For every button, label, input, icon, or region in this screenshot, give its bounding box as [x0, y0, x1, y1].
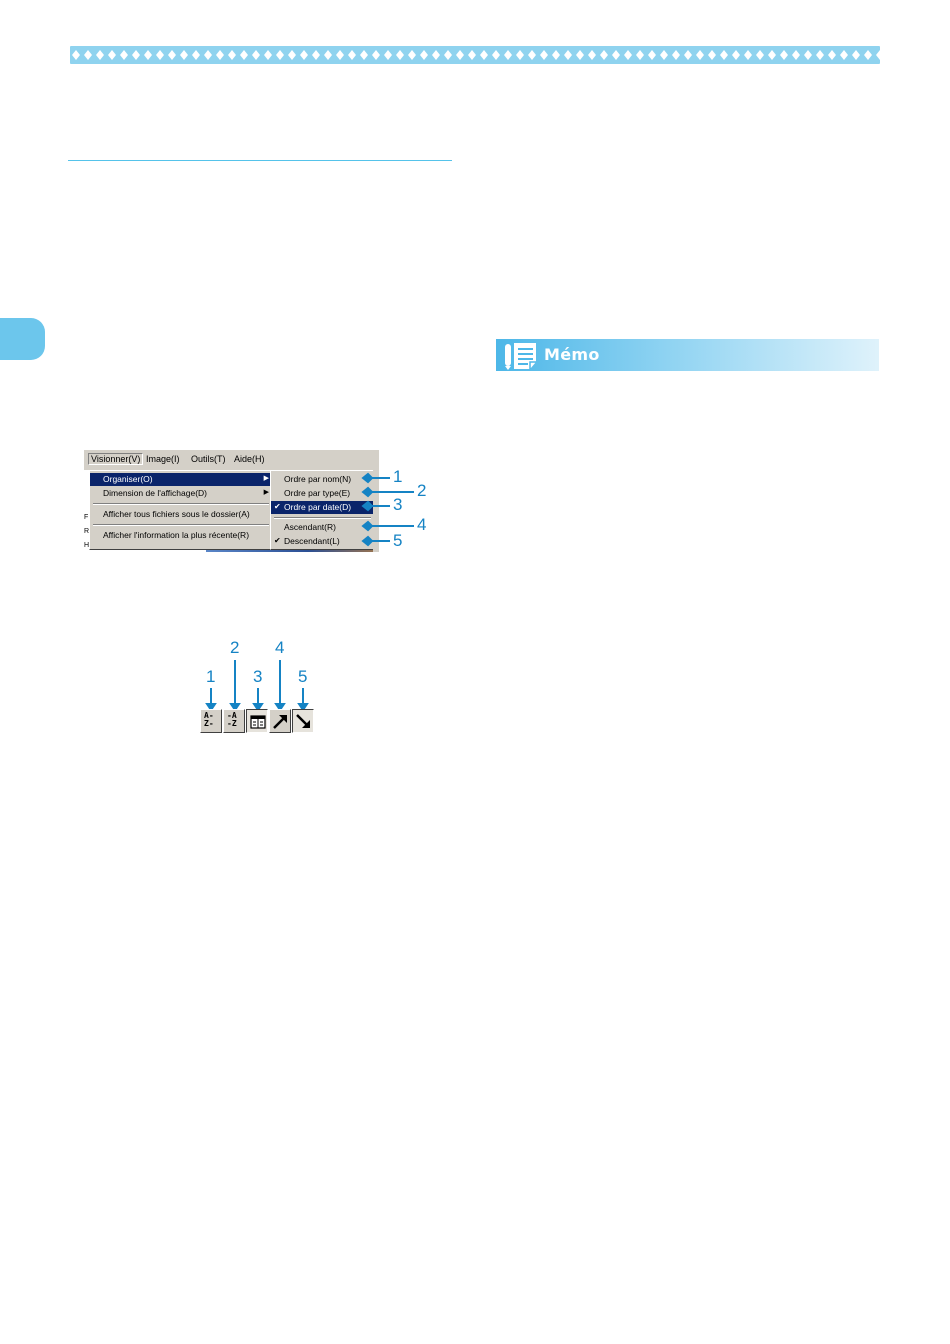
scrollbar[interactable]	[373, 470, 379, 552]
visionner-dropdown: Organiser(O) ▶ Dimension de l'affichage(…	[89, 470, 274, 550]
arrow-up-right-icon	[273, 715, 287, 729]
callout-diamond-icon	[361, 520, 374, 532]
callout-number: 5	[298, 667, 308, 686]
callout-number: 2	[230, 638, 240, 657]
menu-item-organiser[interactable]: Organiser(O) ▶	[90, 473, 273, 486]
callout-number: 3	[253, 667, 263, 686]
menu-item-afficher-info[interactable]: Afficher l'information la plus récente(R…	[103, 530, 250, 540]
menu-item-dimension[interactable]: Dimension de l'affichage(D) ▶	[103, 488, 269, 498]
callout-number: 2	[417, 481, 427, 500]
memo-header: Mémo	[496, 339, 879, 371]
callout-number: 3	[393, 495, 403, 514]
chapter-tab	[0, 318, 45, 360]
diamond-pattern	[70, 46, 880, 64]
arrow-down-right-icon	[296, 714, 310, 728]
callout-diamond-icon	[361, 486, 374, 498]
menu-item-afficher-tous[interactable]: Afficher tous fichiers sous le dossier(A…	[103, 509, 250, 519]
callout-number: 1	[206, 667, 216, 686]
organiser-submenu: Ordre par nom(N) Ordre par type(E) ✔ Ord…	[270, 470, 375, 550]
submenu-arrow-icon: ▶	[263, 475, 269, 482]
callout-number: 4	[417, 515, 427, 534]
callout-number: 5	[393, 531, 403, 550]
submenu-arrow-icon: ▶	[263, 489, 269, 496]
callout-diamond-icon	[361, 500, 374, 512]
menu-image[interactable]: Image(I)	[146, 454, 180, 464]
callout-number: 4	[275, 638, 285, 657]
left-tree-strip	[84, 470, 89, 552]
menu-separator	[93, 503, 269, 505]
callout-diamond-icon	[361, 472, 374, 484]
menu-item-ascendant[interactable]: Ascendant(R)	[284, 522, 336, 532]
menu-item-ordre-type[interactable]: Ordre par type(E)	[284, 488, 351, 498]
top-decorative-band	[70, 46, 880, 64]
sort-toolbar: A- Z- -A -Z	[200, 709, 316, 734]
menu-separator	[93, 524, 269, 526]
callout-number: 1	[393, 467, 403, 486]
sort-by-type-button[interactable]: -A -Z	[223, 709, 245, 733]
menu-visionner[interactable]: Visionner(V)	[88, 453, 144, 465]
section-title-rule	[68, 160, 452, 161]
menu-aide[interactable]: Aide(H)	[234, 454, 265, 464]
tree-text: R	[84, 528, 90, 535]
menu-outils[interactable]: Outils(T)	[191, 454, 226, 464]
calendar-icon	[250, 715, 266, 729]
check-icon: ✔	[274, 502, 281, 511]
memo-note-icon	[505, 343, 536, 370]
menu-item-descendant[interactable]: ✔ Descendant(L)	[274, 536, 340, 546]
menu-item-ordre-date[interactable]: ✔ Ordre par date(D)	[271, 501, 374, 514]
descending-button[interactable]	[292, 709, 314, 733]
menu-screenshot: Visionner(V) Image(I) Outils(T) Aide(H) …	[84, 450, 379, 552]
ascending-button[interactable]	[269, 709, 291, 733]
menu-separator	[274, 517, 371, 519]
sort-by-date-button[interactable]	[246, 709, 268, 733]
tree-text: F	[84, 514, 89, 521]
check-icon: ✔	[274, 536, 281, 545]
callout-diamond-icon	[361, 535, 374, 547]
menu-item-ordre-nom[interactable]: Ordre par nom(N)	[284, 474, 352, 484]
memo-label: Mémo	[544, 345, 600, 364]
sort-by-name-button[interactable]: A- Z-	[200, 709, 222, 733]
